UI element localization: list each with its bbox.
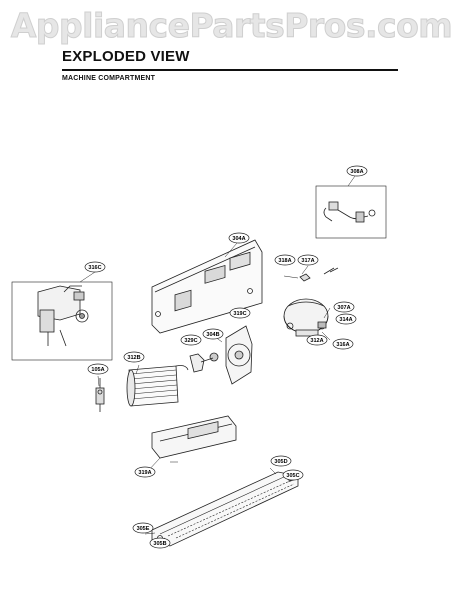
svg-text:329C: 329C <box>184 338 197 344</box>
callout-labels: 308A 304A 318A 317A 316C 307A 314A 312A … <box>84 165 368 549</box>
callout-305E: 305E <box>132 522 154 534</box>
base-rail-part <box>151 467 301 547</box>
callout-305C: 305C <box>282 469 304 481</box>
callout-312B: 312B <box>123 351 145 363</box>
callout-304B: 304B <box>202 328 224 340</box>
fan-shroud-part <box>213 325 253 385</box>
callout-329C: 329C <box>180 334 202 346</box>
drain-pan-part <box>151 415 237 463</box>
page-title: EXPLODED VIEW <box>62 48 190 65</box>
svg-text:304B: 304B <box>206 332 219 338</box>
callout-307A: 307A <box>333 301 355 313</box>
compressor-part <box>283 298 331 341</box>
callout-105A: 105A <box>87 363 109 375</box>
svg-text:317A: 317A <box>301 258 314 264</box>
svg-text:304A: 304A <box>232 236 245 242</box>
condenser-coil-part <box>126 365 189 407</box>
callout-304A: 304A <box>228 232 250 244</box>
svg-text:319C: 319C <box>233 311 246 317</box>
callout-319C: 319C <box>229 307 251 319</box>
svg-text:316A: 316A <box>336 342 349 348</box>
callout-305D: 305D <box>270 455 292 467</box>
callout-317A: 317A <box>297 254 319 266</box>
callout-314A: 314A <box>335 313 357 325</box>
title-rule <box>62 69 398 71</box>
callout-308A: 308A <box>346 165 368 177</box>
power-cord-part <box>315 185 387 239</box>
svg-text:305C: 305C <box>286 473 299 479</box>
svg-text:305E: 305E <box>137 526 150 532</box>
svg-text:316C: 316C <box>88 265 101 271</box>
svg-text:312B: 312B <box>127 355 140 361</box>
svg-text:314A: 314A <box>339 317 352 323</box>
svg-text:312A: 312A <box>310 338 323 344</box>
callout-319A: 319A <box>134 466 156 478</box>
clip-parts <box>283 265 339 282</box>
svg-text:308A: 308A <box>350 169 363 175</box>
fan-motor-part <box>189 352 219 373</box>
fitting-part <box>95 378 105 412</box>
callout-316A: 316A <box>332 338 354 350</box>
back-cover-part <box>151 239 263 334</box>
water-valve-part <box>11 281 113 361</box>
watermark: AppliancePartsPros.com <box>10 6 453 46</box>
callout-312A: 312A <box>306 334 328 346</box>
svg-text:305B: 305B <box>153 541 166 547</box>
svg-text:105A: 105A <box>91 367 104 373</box>
svg-text:318A: 318A <box>278 258 291 264</box>
callout-305B: 305B <box>149 537 171 549</box>
section-subtitle: MACHINE COMPARTMENT <box>62 75 156 82</box>
svg-text:307A: 307A <box>337 305 350 311</box>
callout-318A: 318A <box>274 254 296 266</box>
svg-text:319A: 319A <box>138 470 151 476</box>
callout-316C: 316C <box>84 261 106 273</box>
svg-text:305D: 305D <box>274 459 287 465</box>
